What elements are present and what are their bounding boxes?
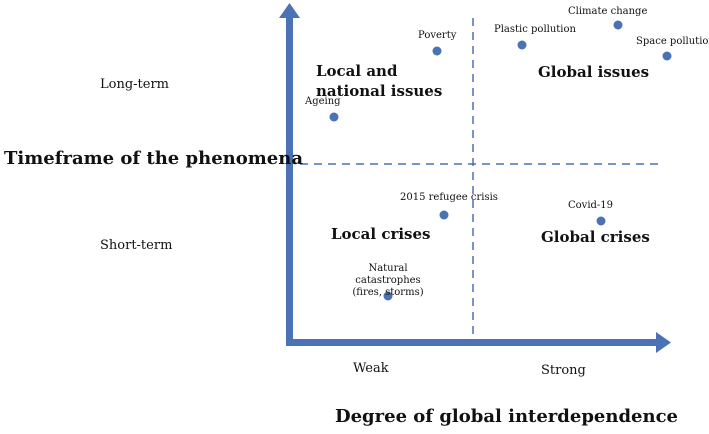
quadrant-bottom-right-label: Global crises bbox=[541, 228, 650, 246]
y-tick-long-term: Long-term bbox=[100, 77, 170, 92]
ageing-point bbox=[329, 112, 339, 122]
space-pollution-label: Space pollution bbox=[636, 36, 709, 47]
natural-catastrophes-label: Natural catastrophes (fires, storms) bbox=[352, 263, 424, 298]
plastic-pollution-label: Plastic pollution bbox=[494, 24, 576, 35]
climate-change-label: Climate change bbox=[568, 6, 648, 17]
quadrant-bottom-left-label: Local crises bbox=[331, 225, 431, 243]
plastic-pollution-point bbox=[517, 40, 527, 50]
quadrant-top-left-label: Local and national issues bbox=[316, 62, 443, 100]
x-axis-arrow bbox=[286, 332, 671, 353]
covid-label: Covid-19 bbox=[568, 200, 614, 211]
refugee-crisis-point bbox=[439, 210, 449, 220]
natural-catastrophes-point bbox=[383, 291, 393, 301]
refugee-crisis-label: 2015 refugee crisis bbox=[400, 192, 498, 203]
y-axis-title: Timeframe of the phenomena bbox=[4, 148, 303, 169]
space-pollution-point bbox=[662, 51, 672, 61]
poverty-label: Poverty bbox=[418, 30, 457, 41]
y-tick-short-term: Short-term bbox=[100, 238, 173, 253]
covid-point bbox=[596, 216, 606, 226]
quadrant-top-right-label: Global issues bbox=[538, 63, 650, 81]
climate-change-point bbox=[613, 20, 623, 30]
x-tick-strong: Strong bbox=[541, 363, 586, 378]
poverty-point bbox=[432, 46, 442, 56]
y-axis-arrow bbox=[279, 3, 300, 346]
x-tick-weak: Weak bbox=[353, 361, 389, 376]
ageing-label: Ageing bbox=[305, 96, 341, 107]
x-axis-title: Degree of global interdependence bbox=[335, 406, 678, 427]
